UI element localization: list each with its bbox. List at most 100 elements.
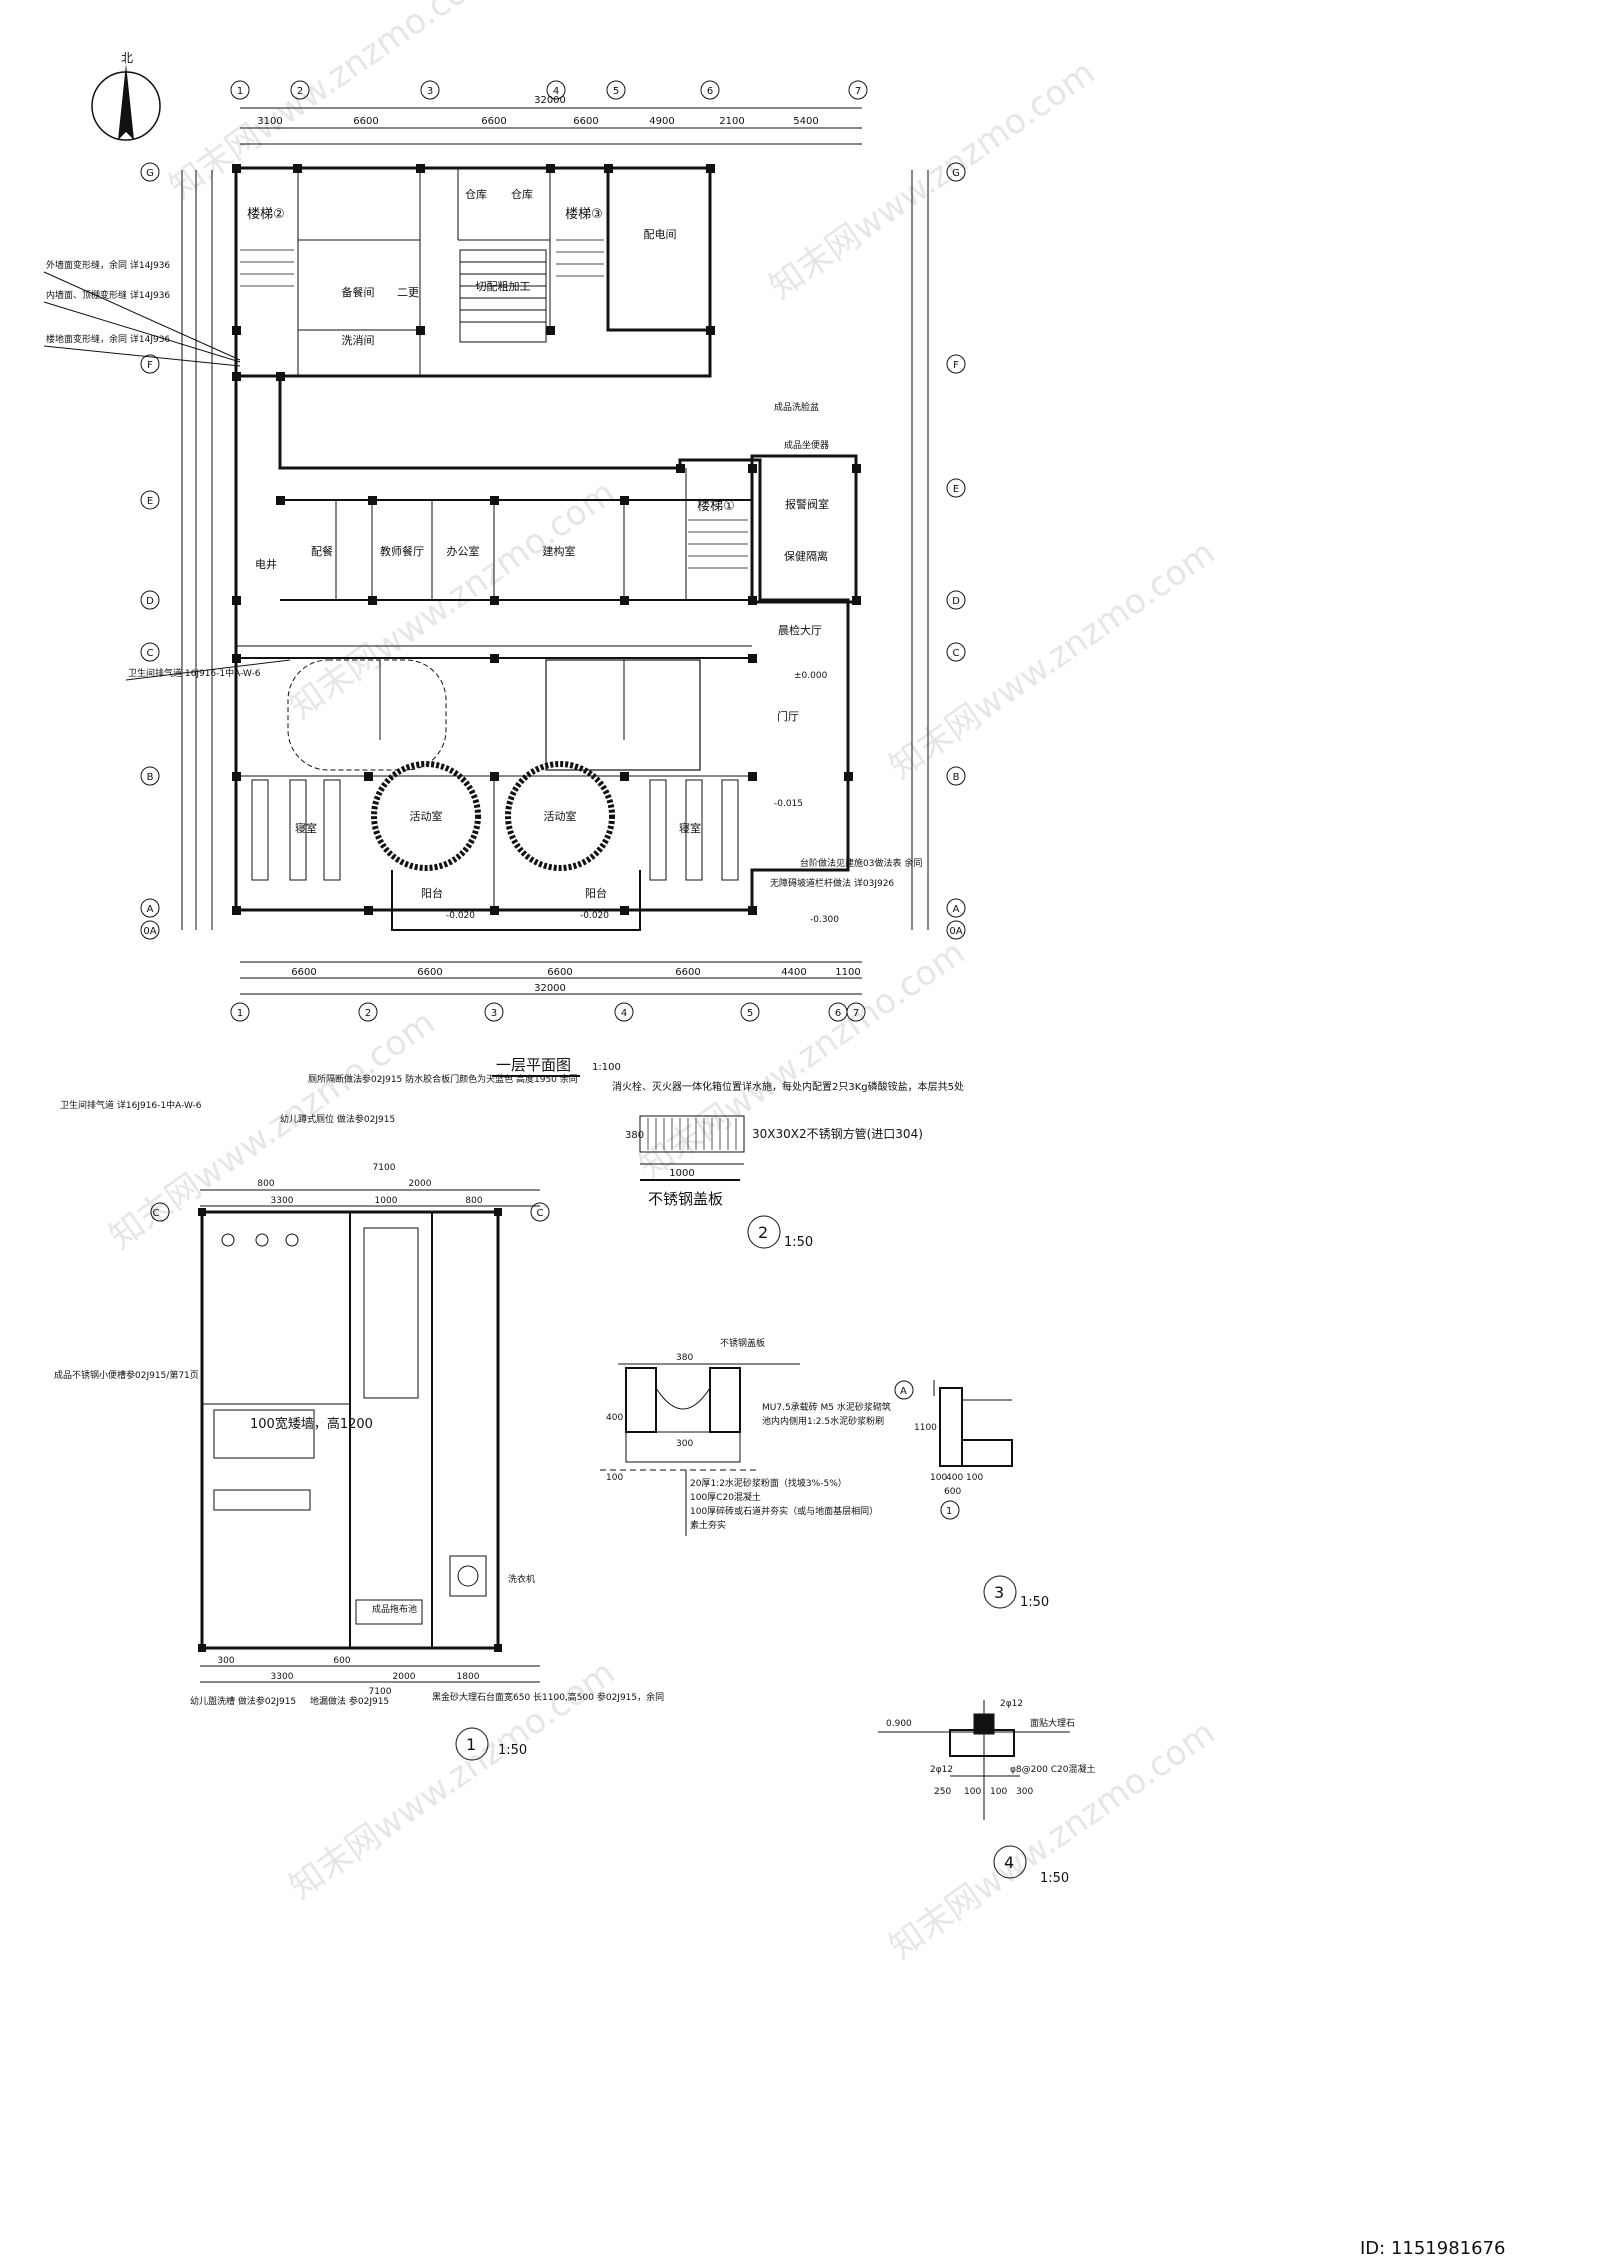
room-bed1: 寝室 (295, 821, 317, 835)
d1-note-mop: 成品拖布池 (372, 1603, 417, 1615)
detail-3-text: A 1 1100 100 400 100 600 3 1:50 (900, 1386, 1049, 1610)
svg-text:20厚1:2水泥砂浆粉面（找坡3%-5%）: 20厚1:2水泥砂浆粉面（找坡3%-5%） (690, 1477, 847, 1489)
svg-text:6: 6 (707, 86, 713, 97)
d1-note-basin: 幼儿盥洗槽 做法参02J915 (190, 1695, 296, 1707)
svg-text:0A: 0A (143, 926, 156, 937)
svg-text:3300: 3300 (271, 1196, 294, 1206)
svg-text:3: 3 (491, 1008, 497, 1019)
d1-note-exhaust: 卫生间排气道 详16J916-1中A-W-6 (60, 1099, 202, 1111)
dimension-text: 32000 32000 3100 6600 6600 6600 4900 210… (257, 95, 860, 994)
d1-note-lowwall: 100宽矮墙，高1200 (250, 1416, 373, 1432)
svg-text:1000: 1000 (375, 1196, 398, 1206)
d3-number: 3 (994, 1583, 1004, 1602)
detail-1 (150, 1189, 550, 1683)
d3-scale: 1:50 (1020, 1595, 1049, 1610)
svg-text:0.900: 0.900 (886, 1719, 912, 1729)
svg-text:100: 100 (990, 1787, 1007, 1797)
north-label: 北 (121, 51, 133, 65)
svg-text:φ8@200 C20混凝土: φ8@200 C20混凝土 (1010, 1763, 1095, 1775)
svg-text:C: C (953, 648, 960, 659)
room-elec: 电井 (255, 557, 277, 571)
svg-text:A: A (147, 904, 154, 915)
room-stair3: 楼梯③ (565, 207, 603, 222)
room-wash: 洗消间 (342, 333, 375, 347)
north-arrow-icon: 北 (91, 51, 161, 141)
room-stair1: 楼梯① (697, 499, 735, 514)
svg-text:6600: 6600 (481, 116, 506, 127)
svg-text:不锈钢盖板: 不锈钢盖板 (720, 1337, 765, 1349)
svg-text:100: 100 (606, 1473, 623, 1483)
room-teacher-dining: 教师餐厅 (380, 544, 424, 558)
watermark-text: 知末网www.znzmo.com (882, 1713, 1222, 1968)
callout-toilet: 成品坐便器 (784, 439, 829, 451)
main-plan (181, 107, 929, 995)
svg-text:1000: 1000 (669, 1168, 694, 1179)
svg-text:6600: 6600 (547, 967, 572, 978)
svg-text:C: C (147, 648, 154, 659)
footer-id: ID: 1151981676 (1360, 2238, 1505, 2259)
svg-text:300: 300 (217, 1656, 234, 1666)
d1-note-marble: 黑金砂大理石台面宽650 长1100,高500 参02J915，余同 (432, 1691, 664, 1703)
svg-text:7: 7 (853, 1008, 859, 1019)
svg-text:F: F (147, 360, 153, 371)
room-cutting: 切配粗加工 (476, 280, 531, 293)
d2-cover-title: 不锈钢盖板 (648, 1190, 723, 1208)
callout-ramp: 无障碍坡道栏杆做法 详03J926 (770, 877, 894, 889)
elev-0: ±0.000 (794, 671, 828, 681)
svg-text:D: D (146, 596, 154, 607)
svg-text:600: 600 (333, 1656, 350, 1666)
svg-text:G: G (952, 168, 960, 179)
d1-note-drain: 地漏做法 参02J915 (310, 1695, 389, 1707)
detail-2-text: 30X30X2不锈钢方管(进口304) 1000 380 不锈钢盖板 2 1:5… (606, 1126, 923, 1531)
svg-text:3300: 3300 (271, 1672, 294, 1682)
room-office: 办公室 (447, 544, 480, 558)
svg-text:2: 2 (297, 86, 303, 97)
svg-text:32000: 32000 (534, 95, 566, 106)
svg-text:D: D (952, 596, 960, 607)
svg-text:4900: 4900 (649, 116, 674, 127)
svg-text:1800: 1800 (457, 1672, 480, 1682)
svg-text:1: 1 (237, 86, 243, 97)
svg-text:C: C (153, 1208, 160, 1219)
watermark-text: 知末网www.znzmo.com (102, 1003, 442, 1258)
svg-text:A: A (900, 1386, 907, 1397)
room-store2: 仓库 (511, 187, 533, 201)
room-balc1: 阳台 (421, 886, 443, 900)
detail-3 (894, 1380, 1017, 1609)
d4-scale: 1:50 (1040, 1871, 1069, 1886)
plan-title: 一层平面图 (496, 1056, 571, 1074)
svg-text:250: 250 (934, 1787, 951, 1797)
svg-text:E: E (147, 496, 153, 507)
d2-number: 2 (758, 1223, 768, 1242)
room-act1: 活动室 (410, 809, 443, 823)
room-prep: 备餐间 (342, 285, 375, 299)
svg-text:2000: 2000 (409, 1179, 432, 1189)
svg-text:6600: 6600 (417, 967, 442, 978)
svg-text:100厚C20混凝土: 100厚C20混凝土 (690, 1491, 761, 1503)
svg-text:2φ12: 2φ12 (930, 1765, 953, 1775)
callout-floor-joint: 楼地面变形缝，余同 详14J936 (46, 333, 170, 345)
svg-text:B: B (147, 772, 154, 783)
axis-bubbles (140, 80, 966, 1022)
room-build: 建构室 (543, 544, 576, 558)
svg-text:32000: 32000 (534, 983, 566, 994)
svg-text:素土夯实: 素土夯实 (690, 1519, 726, 1531)
plan-scale: 1:100 (592, 1062, 621, 1073)
room-store1: 仓库 (465, 187, 487, 201)
svg-text:E: E (953, 484, 959, 495)
svg-text:2100: 2100 (719, 116, 744, 127)
d1-note-urinal: 成品不锈钢小便槽参02J915/第71页 (54, 1369, 199, 1381)
svg-text:5400: 5400 (793, 116, 818, 127)
svg-text:7: 7 (855, 86, 861, 97)
svg-text:600: 600 (944, 1487, 961, 1497)
d1-note-squat: 幼儿蹲式厕位 做法参02J915 (280, 1113, 395, 1125)
room-labels: 楼梯② 楼梯③ 楼梯① 配电间 仓库 仓库 切配粗加工 备餐间 洗消间 二更 电… (247, 187, 829, 900)
room-balc2: 阳台 (585, 886, 607, 900)
room-act2: 活动室 (544, 809, 577, 823)
svg-text:池内内侧用1:2.5水泥砂浆粉刷: 池内内侧用1:2.5水泥砂浆粉刷 (762, 1415, 884, 1427)
svg-text:100: 100 (930, 1473, 947, 1483)
room-stair2: 楼梯② (247, 207, 285, 222)
svg-text:3: 3 (427, 86, 433, 97)
svg-text:1: 1 (237, 1008, 243, 1019)
svg-text:380: 380 (676, 1353, 693, 1363)
